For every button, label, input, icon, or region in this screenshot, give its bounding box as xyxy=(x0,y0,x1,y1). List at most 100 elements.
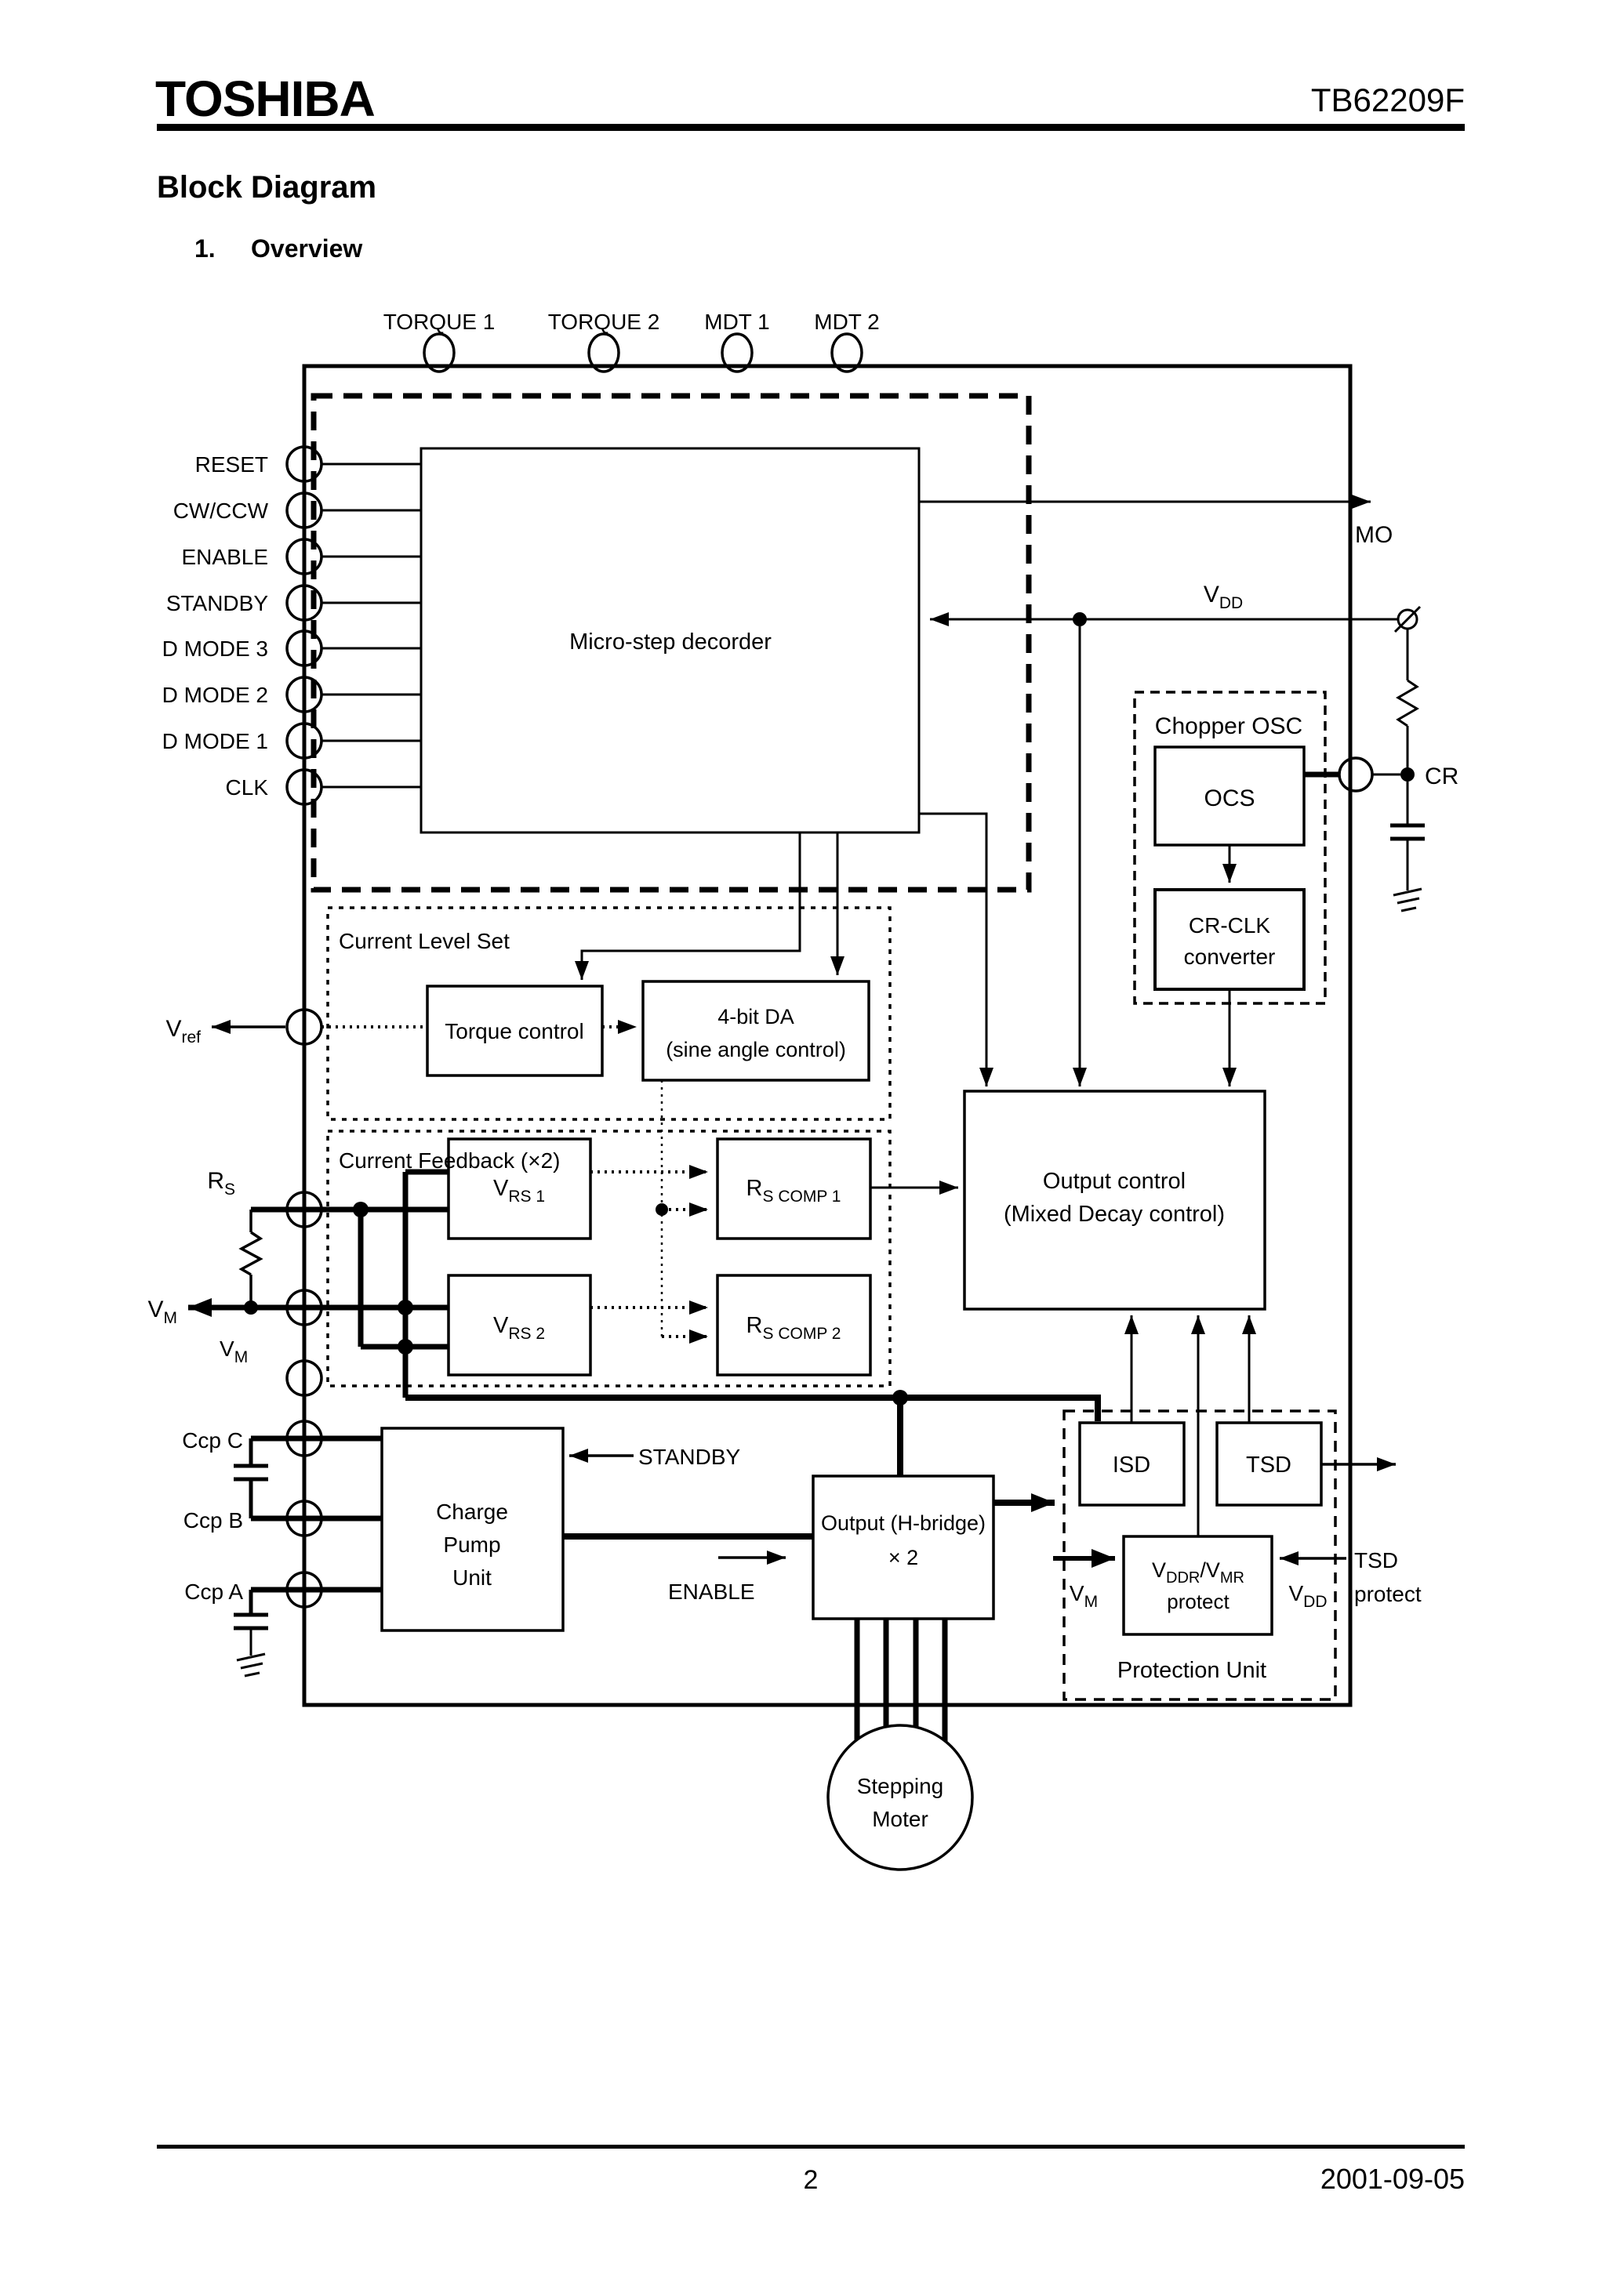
cr-label: CR xyxy=(1425,764,1458,789)
rscomp2-label-base: R xyxy=(746,1313,763,1338)
rscomp1-label-sub: S COMP 1 xyxy=(762,1188,841,1206)
ccpb-label: Ccp B xyxy=(183,1508,243,1532)
vdd-junction-dot xyxy=(1073,612,1087,626)
cr-ground-symbol xyxy=(1393,887,1422,912)
hbridge-group: Output (H-bridge) × 2 Stepping Moter xyxy=(812,1474,1055,1871)
tsd-protect-label-line1: TSD xyxy=(1354,1548,1398,1572)
torque-control-box xyxy=(426,985,604,1077)
pin-circle-vm xyxy=(285,1289,323,1326)
current-feedback-box xyxy=(326,1130,892,1387)
vrs2-label: VRS 2 xyxy=(493,1313,545,1343)
item-number: 1. xyxy=(194,234,216,263)
decoder-to-torque-control-wire xyxy=(575,832,801,980)
pin-circle-standby xyxy=(285,584,323,622)
ccp-ground-symbol xyxy=(236,1652,266,1678)
rs-label: RS xyxy=(207,1168,235,1199)
pin-circle-torque1 xyxy=(423,332,456,373)
pin-label-torque2: TORQUE 2 xyxy=(548,310,660,334)
vdd-terminal-slash xyxy=(1393,605,1422,633)
vm-label2-base: V xyxy=(220,1337,234,1361)
toshiba-logo: TOSHIBA xyxy=(155,71,375,127)
rscomp1-label: RS COMP 1 xyxy=(746,1176,841,1206)
micro-step-decoder-box xyxy=(420,447,921,834)
protection-unit-label: Protection Unit xyxy=(1117,1658,1266,1683)
charge-pump-group: Ccp C Ccp B Ccp A Charge Pump Unit STAND… xyxy=(182,1420,813,1678)
da-label-line1: 4-bit DA xyxy=(717,1005,794,1028)
pin-circle-enable xyxy=(285,538,323,575)
pin-circle-cwccw xyxy=(285,491,323,529)
pin-label-reset: RESET xyxy=(195,452,268,477)
part-number: TB62209F xyxy=(1311,82,1465,118)
pin-circle-rs xyxy=(285,1191,323,1228)
motor-label-line1: Stepping xyxy=(857,1774,944,1798)
current-level-set-box xyxy=(326,906,892,1121)
motor-label-line2: Moter xyxy=(872,1807,928,1831)
vm-label-base: V xyxy=(147,1297,163,1322)
vprotect-s2: MR xyxy=(1220,1569,1244,1587)
da-label-line2: (sine angle control) xyxy=(666,1038,846,1061)
charge-pump-box xyxy=(380,1427,565,1632)
pin-label-clk: CLK xyxy=(226,775,269,800)
vprotect-vdd-sub: DD xyxy=(1303,1593,1327,1611)
vref-label-sub: ref xyxy=(181,1028,201,1046)
cr-clk-converter-box xyxy=(1153,888,1306,991)
stepping-motor-circle xyxy=(826,1724,974,1871)
page-footer: 2 2001-09-05 xyxy=(157,2145,1465,2195)
da-box xyxy=(641,980,870,1082)
vm-label-2: VM xyxy=(220,1337,248,1366)
pin-label-cwccw: CW/CCW xyxy=(173,499,269,523)
vm-junction-dot xyxy=(398,1300,413,1315)
page-header: TOSHIBA TB62209F xyxy=(155,71,1465,131)
chip-outline xyxy=(302,364,1353,1707)
section-title: Block Diagram xyxy=(157,170,376,205)
page-number: 2 xyxy=(804,2165,819,2195)
header-rule xyxy=(157,124,1465,131)
output-control-box xyxy=(963,1090,1266,1311)
vprotect-p1: V xyxy=(1152,1558,1166,1582)
hbridge-box xyxy=(812,1474,995,1620)
tsd-label: TSD xyxy=(1246,1453,1291,1478)
micro-step-decoder-label: Micro-step decorder xyxy=(569,629,772,655)
vdd-label-sub: DD xyxy=(1219,594,1243,612)
cr-junction-dot xyxy=(1400,767,1415,782)
pin-label-enable: ENABLE xyxy=(182,545,269,569)
rs-junction-dot xyxy=(353,1202,369,1217)
vprotect-vdd-label: VDD xyxy=(1288,1581,1327,1611)
cr-clk-label-line2: converter xyxy=(1184,945,1276,969)
vrs2-box xyxy=(447,1274,592,1377)
pin-circle-torque2 xyxy=(587,332,620,373)
standby-label: STANDBY xyxy=(638,1445,740,1469)
rscomp2-label: RS COMP 2 xyxy=(746,1313,841,1343)
rs-label-sub: S xyxy=(224,1181,235,1199)
rscomp2-box xyxy=(716,1274,872,1377)
tsd-protect-label-line2: protect xyxy=(1354,1582,1422,1606)
pin-circle-unlabeled xyxy=(285,1359,323,1397)
vdd-label: VDD xyxy=(1204,582,1243,612)
footer-date: 2001-09-05 xyxy=(1320,2163,1465,2195)
motor-current-trunk-wire xyxy=(405,1395,1101,1421)
enable-label: ENABLE xyxy=(668,1580,755,1604)
vm-label: VM xyxy=(147,1297,177,1327)
vprotect-vm-base: V xyxy=(1070,1581,1084,1605)
pin-circle-reset xyxy=(285,445,323,483)
ccpc-label: Ccp C xyxy=(182,1428,243,1453)
vprotect-s1: DDR xyxy=(1166,1569,1200,1587)
pin-label-standby: STANDBY xyxy=(166,591,268,615)
pin-label-torque1: TORQUE 1 xyxy=(383,310,496,334)
mo-output: MO xyxy=(919,495,1393,548)
current-level-set-label: Current Level Set xyxy=(339,929,510,953)
pin-circle-dmode2 xyxy=(285,676,323,713)
rscomp2-label-sub: S COMP 2 xyxy=(762,1325,841,1343)
mo-label: MO xyxy=(1355,522,1393,548)
ccpa-label: Ccp A xyxy=(184,1580,243,1604)
left-pins: RESET CW/CCW ENABLE STANDBY D MODE 3 D M… xyxy=(162,445,421,806)
vref-label: Vref xyxy=(165,1016,201,1046)
vm-label2-sub: M xyxy=(234,1348,249,1366)
decoder-to-output-control-wire xyxy=(919,812,993,1086)
vprotect-p2: /V xyxy=(1200,1558,1220,1582)
hbridge-label-line2: × 2 xyxy=(888,1546,918,1569)
vrs2-label-sub: RS 2 xyxy=(508,1325,545,1343)
decoder-dashed-region xyxy=(311,393,1032,893)
vrs1-label-base: V xyxy=(493,1176,509,1201)
vrs2-label-base: V xyxy=(493,1313,509,1338)
